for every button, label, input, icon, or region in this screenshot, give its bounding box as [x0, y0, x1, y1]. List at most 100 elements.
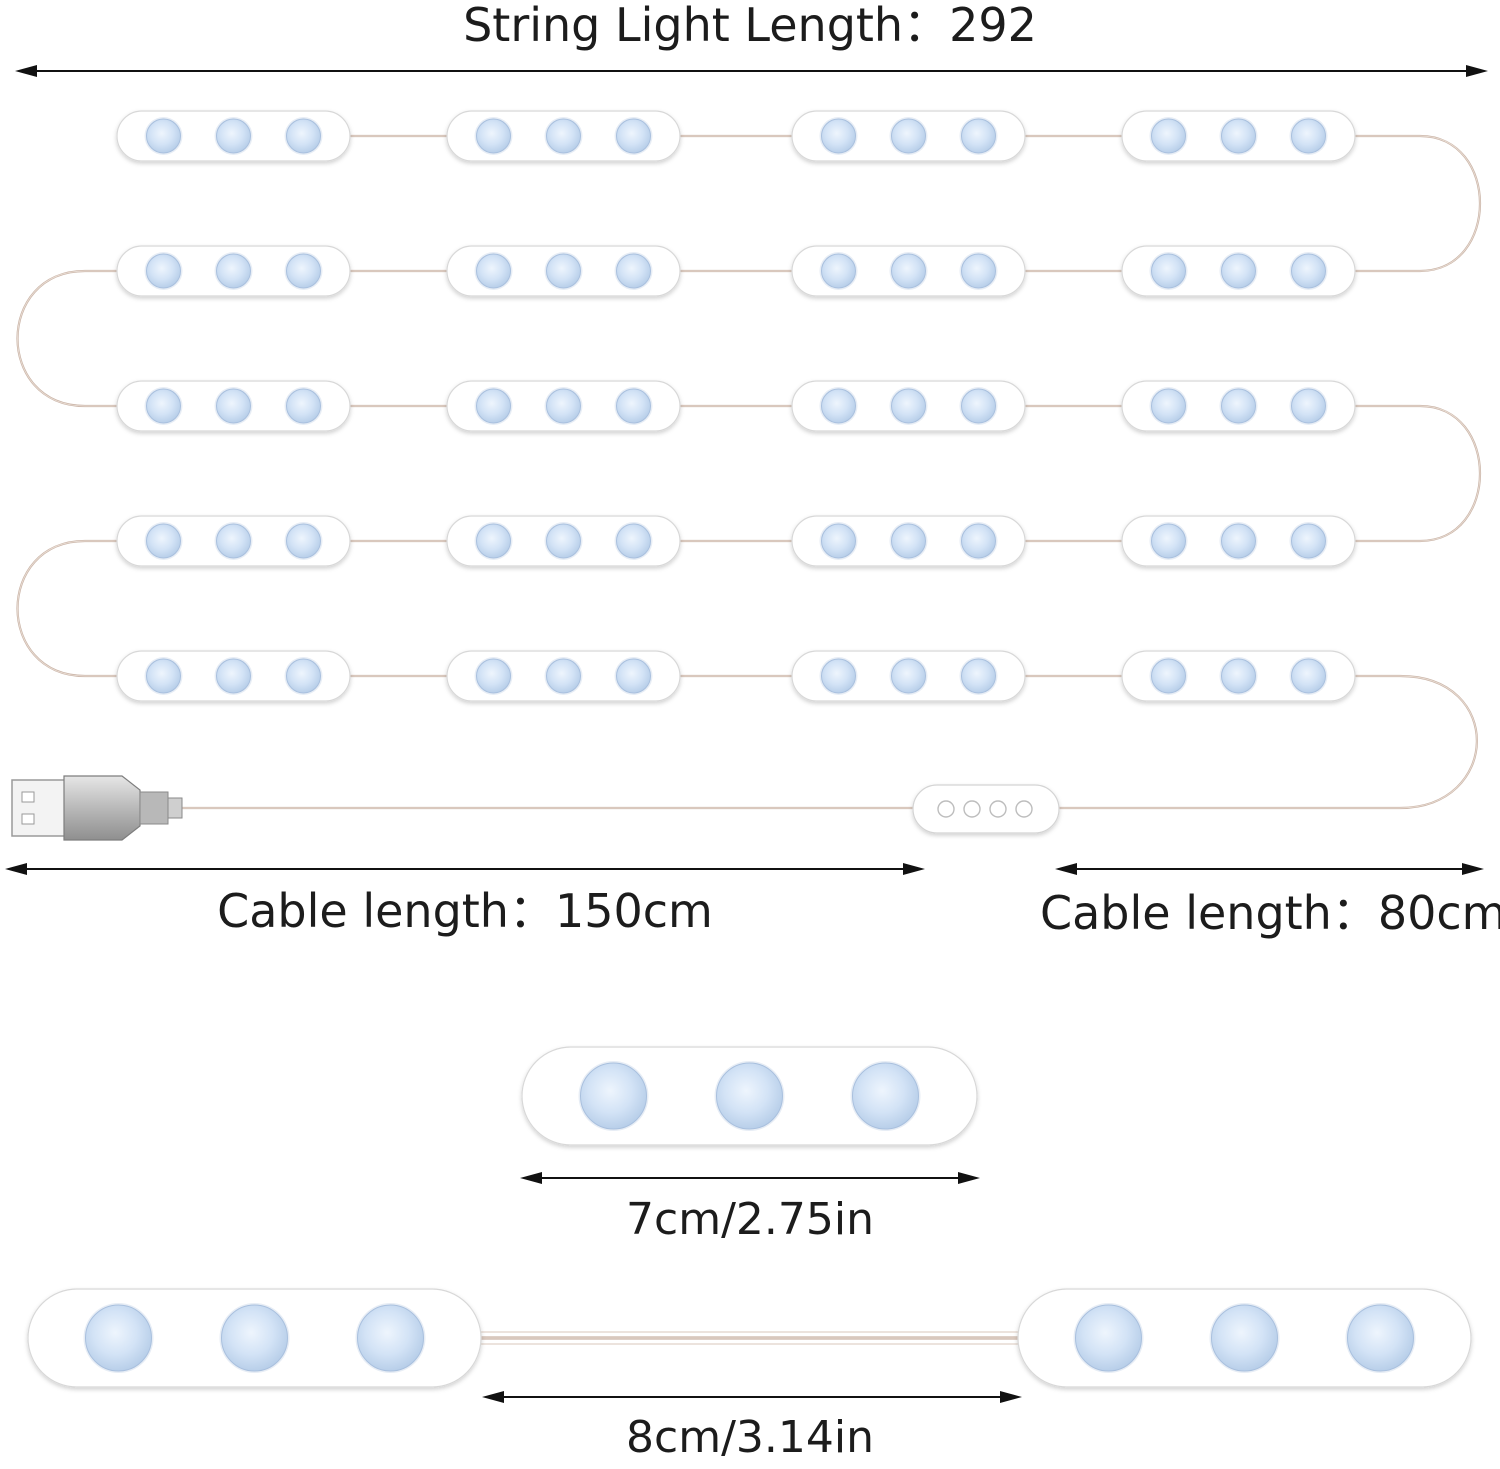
loop-right-2 — [1350, 404, 1482, 543]
light-module — [116, 515, 351, 567]
module-layer — [27, 110, 1472, 1388]
led-1 — [821, 658, 856, 694]
wire-layer — [16, 134, 1482, 1345]
led-3 — [961, 658, 996, 694]
light-module — [116, 380, 351, 432]
light-module — [1121, 110, 1356, 162]
led-1 — [476, 118, 511, 154]
loop-left-2 — [16, 539, 123, 678]
led-1 — [1151, 118, 1186, 154]
controller-button-3 — [989, 800, 1007, 818]
detail-module-right — [1017, 1288, 1472, 1388]
led-1 — [146, 388, 181, 424]
led-3 — [1291, 523, 1326, 559]
led-1 — [1151, 253, 1186, 289]
led-1 — [821, 388, 856, 424]
cable-left-arrow-left-head — [5, 863, 27, 875]
led-1 — [476, 523, 511, 559]
led-3 — [961, 118, 996, 154]
led-3 — [961, 388, 996, 424]
led-1 — [821, 253, 856, 289]
led-3 — [286, 253, 321, 289]
led-2 — [216, 118, 251, 154]
cable-left-arrow-right-head — [903, 863, 925, 875]
led-2 — [1221, 388, 1256, 424]
light-module — [446, 650, 681, 702]
led-3 — [1291, 388, 1326, 424]
cable-length-right-label: Cable length：80cm — [1040, 886, 1500, 940]
led-2 — [216, 253, 251, 289]
module-length-arrow-right-head — [958, 1172, 980, 1184]
led-2 — [546, 658, 581, 694]
light-module — [791, 110, 1026, 162]
cable-length-left-label: Cable length：150cm — [217, 884, 713, 938]
light-module — [446, 110, 681, 162]
string-length-arrow-left-head — [15, 65, 37, 77]
led-2 — [1221, 523, 1256, 559]
usb-slot-bottom — [21, 813, 35, 825]
string-length-label: String Light Length：292 — [463, 0, 1037, 52]
light-module — [791, 380, 1026, 432]
led-2 — [546, 253, 581, 289]
loop-right-1 — [1350, 134, 1482, 273]
led-2 — [1221, 253, 1256, 289]
led-3 — [1291, 658, 1326, 694]
led-1 — [821, 118, 856, 154]
loop-right-1-highlight — [1351, 135, 1481, 272]
led-2 — [891, 118, 926, 154]
led-1 — [821, 523, 856, 559]
led-1 — [476, 658, 511, 694]
led-3 — [357, 1304, 424, 1372]
module-length-arrow — [520, 1172, 980, 1184]
cable-right-arrow-right-head — [1462, 863, 1484, 875]
led-2 — [221, 1304, 288, 1372]
led-2 — [1221, 118, 1256, 154]
light-module — [1121, 650, 1356, 702]
led-3 — [1291, 253, 1326, 289]
led-1 — [1075, 1304, 1142, 1372]
light-module — [446, 380, 681, 432]
led-3 — [286, 388, 321, 424]
led-3 — [616, 253, 651, 289]
light-module — [446, 515, 681, 567]
usb-housing — [63, 775, 141, 841]
usb-slot-top — [21, 791, 35, 803]
led-2 — [891, 388, 926, 424]
led-2 — [891, 658, 926, 694]
string-length-arrow — [15, 65, 1488, 77]
arrow-layer — [5, 65, 1488, 1403]
led-2 — [216, 523, 251, 559]
module-spacing-arrow — [482, 1391, 1022, 1403]
string-length-arrow-right-head — [1466, 65, 1488, 77]
parts-layer — [11, 775, 1060, 841]
light-module — [1121, 380, 1356, 432]
led-3 — [286, 118, 321, 154]
light-module — [1121, 515, 1356, 567]
loop-left-1 — [16, 269, 123, 408]
light-module — [116, 650, 351, 702]
light-module — [791, 515, 1026, 567]
led-3 — [286, 658, 321, 694]
controller-button-2 — [963, 800, 981, 818]
led-1 — [85, 1304, 152, 1372]
led-3 — [616, 118, 651, 154]
led-1 — [1151, 658, 1186, 694]
led-2 — [216, 658, 251, 694]
module-length-label: 7cm/2.75in — [626, 1194, 874, 1245]
led-1 — [146, 523, 181, 559]
led-1 — [146, 658, 181, 694]
led-2 — [1221, 658, 1256, 694]
led-2 — [216, 388, 251, 424]
detail-module — [521, 1046, 978, 1146]
led-2 — [546, 118, 581, 154]
light-module — [446, 245, 681, 297]
led-2 — [546, 388, 581, 424]
led-2 — [546, 523, 581, 559]
usb-plug-icon — [11, 775, 183, 841]
cable-right-arrow-left-head — [1055, 863, 1077, 875]
led-1 — [1151, 388, 1186, 424]
led-2 — [891, 253, 926, 289]
controller-button-4 — [1015, 800, 1033, 818]
tail-cable-highlight — [1057, 675, 1478, 809]
